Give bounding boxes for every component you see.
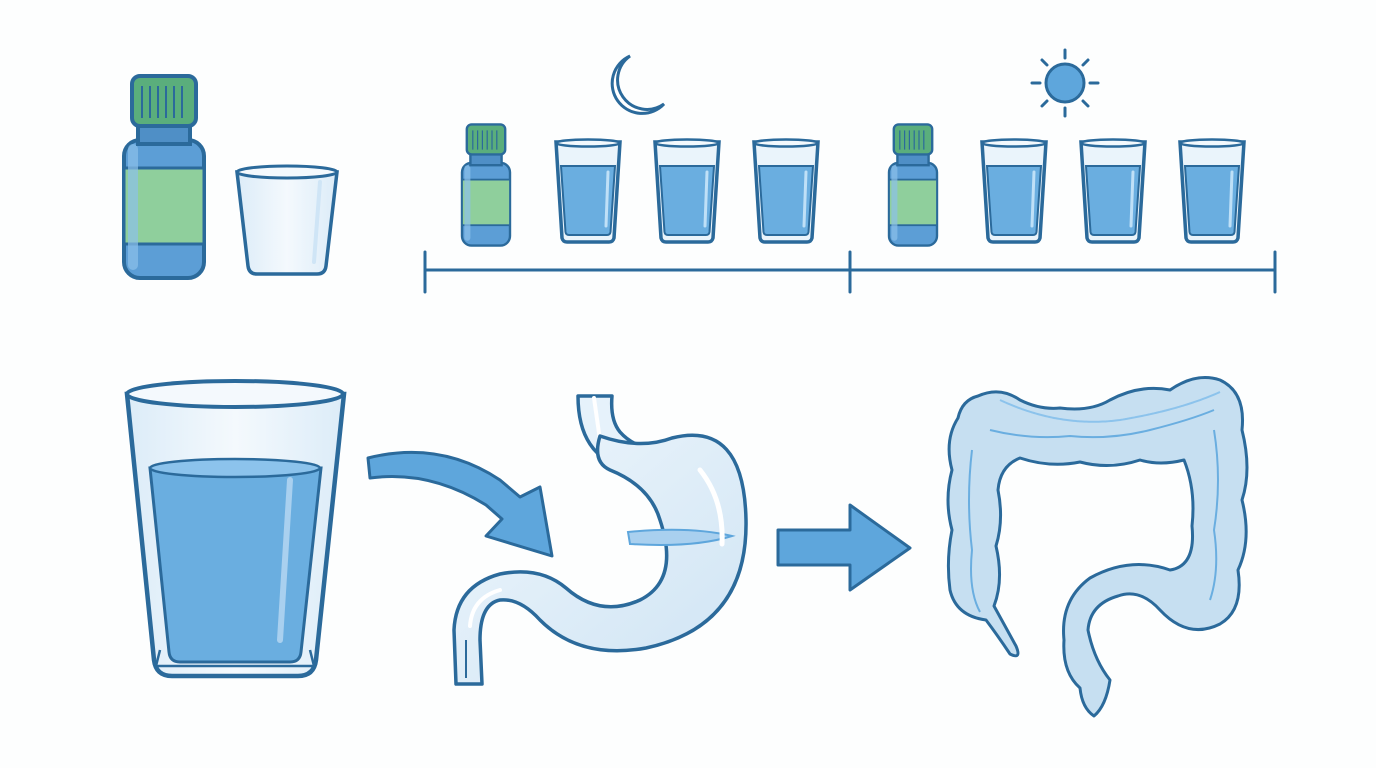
supply-bottle	[122, 74, 206, 280]
dose-water-glass	[1178, 137, 1246, 244]
large-water-glass	[124, 379, 347, 679]
dose-water-glass	[980, 137, 1048, 244]
dose-water-glass	[752, 137, 820, 244]
dose-water-glass	[653, 137, 721, 244]
sun-icon	[1030, 48, 1100, 118]
colon-icon	[946, 376, 1249, 718]
stomach-icon	[452, 394, 748, 686]
timeline-bar	[423, 250, 1277, 294]
schedule-group-morning	[887, 123, 1246, 247]
empty-cup	[235, 164, 339, 276]
dose-water-glass	[1079, 137, 1147, 244]
dose-water-glass	[554, 137, 622, 244]
moon-icon	[610, 54, 666, 115]
curved-arrow-icon	[366, 450, 554, 558]
straight-arrow-icon	[776, 503, 912, 592]
schedule-group-evening	[460, 123, 820, 247]
dose-bottle	[887, 123, 939, 247]
dose-bottle	[460, 123, 512, 247]
